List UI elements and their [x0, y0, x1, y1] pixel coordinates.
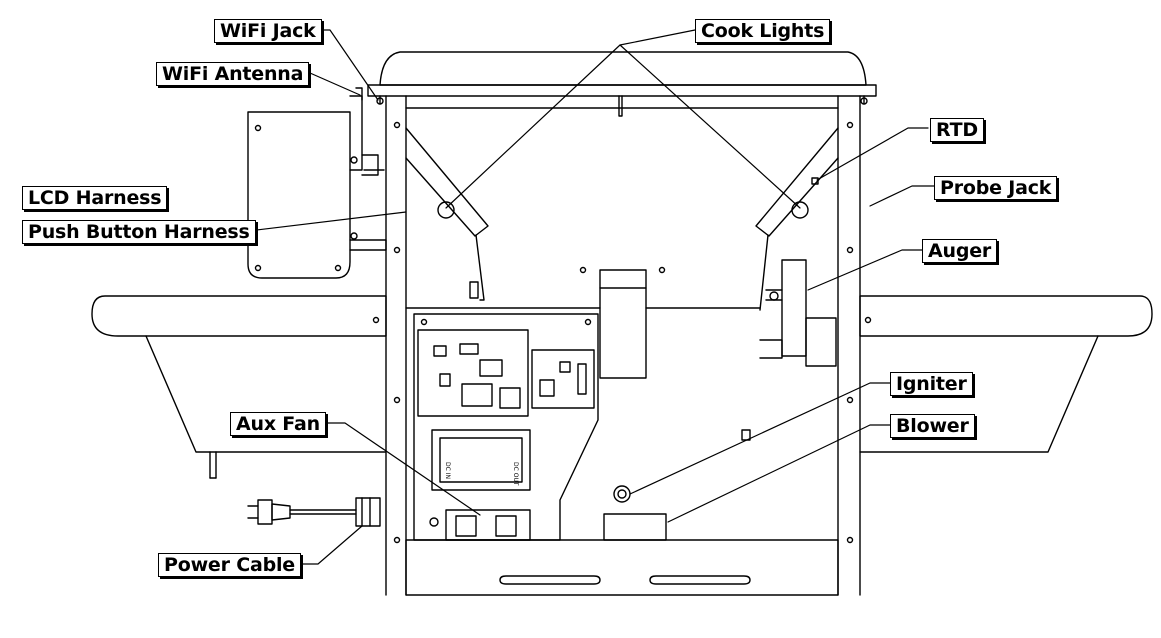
- hopper-chute: [405, 266, 761, 379]
- label-auger: Auger: [922, 239, 998, 263]
- label-probe-jack: Probe Jack: [934, 176, 1058, 200]
- psu-left-marking: DC IN: [444, 462, 451, 479]
- label-power-cable: Power Cable: [158, 553, 301, 577]
- igniter-blower: [603, 429, 751, 541]
- lcd-panel: [247, 87, 387, 279]
- label-aux-fan: Aux Fan: [230, 412, 326, 436]
- control-board: [413, 313, 599, 541]
- label-lcd-harness: LCD Harness: [22, 186, 168, 210]
- label-cook-lights: Cook Lights: [695, 19, 831, 43]
- grill-body: [385, 95, 861, 596]
- psu-right-marking: DC OUT: [512, 462, 519, 486]
- label-wifi-jack: WiFi Jack: [214, 19, 322, 43]
- side-shelves: [91, 295, 1153, 479]
- bottom-box: [405, 539, 839, 596]
- cook-light-brackets: [405, 127, 839, 311]
- label-igniter: Igniter: [890, 372, 973, 396]
- grill-lid: [367, 51, 877, 105]
- label-rtd: RTD: [930, 118, 984, 142]
- label-wifi-antenna: WiFi Antenna: [156, 62, 310, 86]
- label-push-button-harness: Push Button Harness: [22, 220, 256, 244]
- leader-lines: [223, 29, 935, 565]
- auger-assembly: [759, 259, 837, 367]
- label-blower: Blower: [890, 414, 975, 438]
- power-cable: [247, 497, 381, 527]
